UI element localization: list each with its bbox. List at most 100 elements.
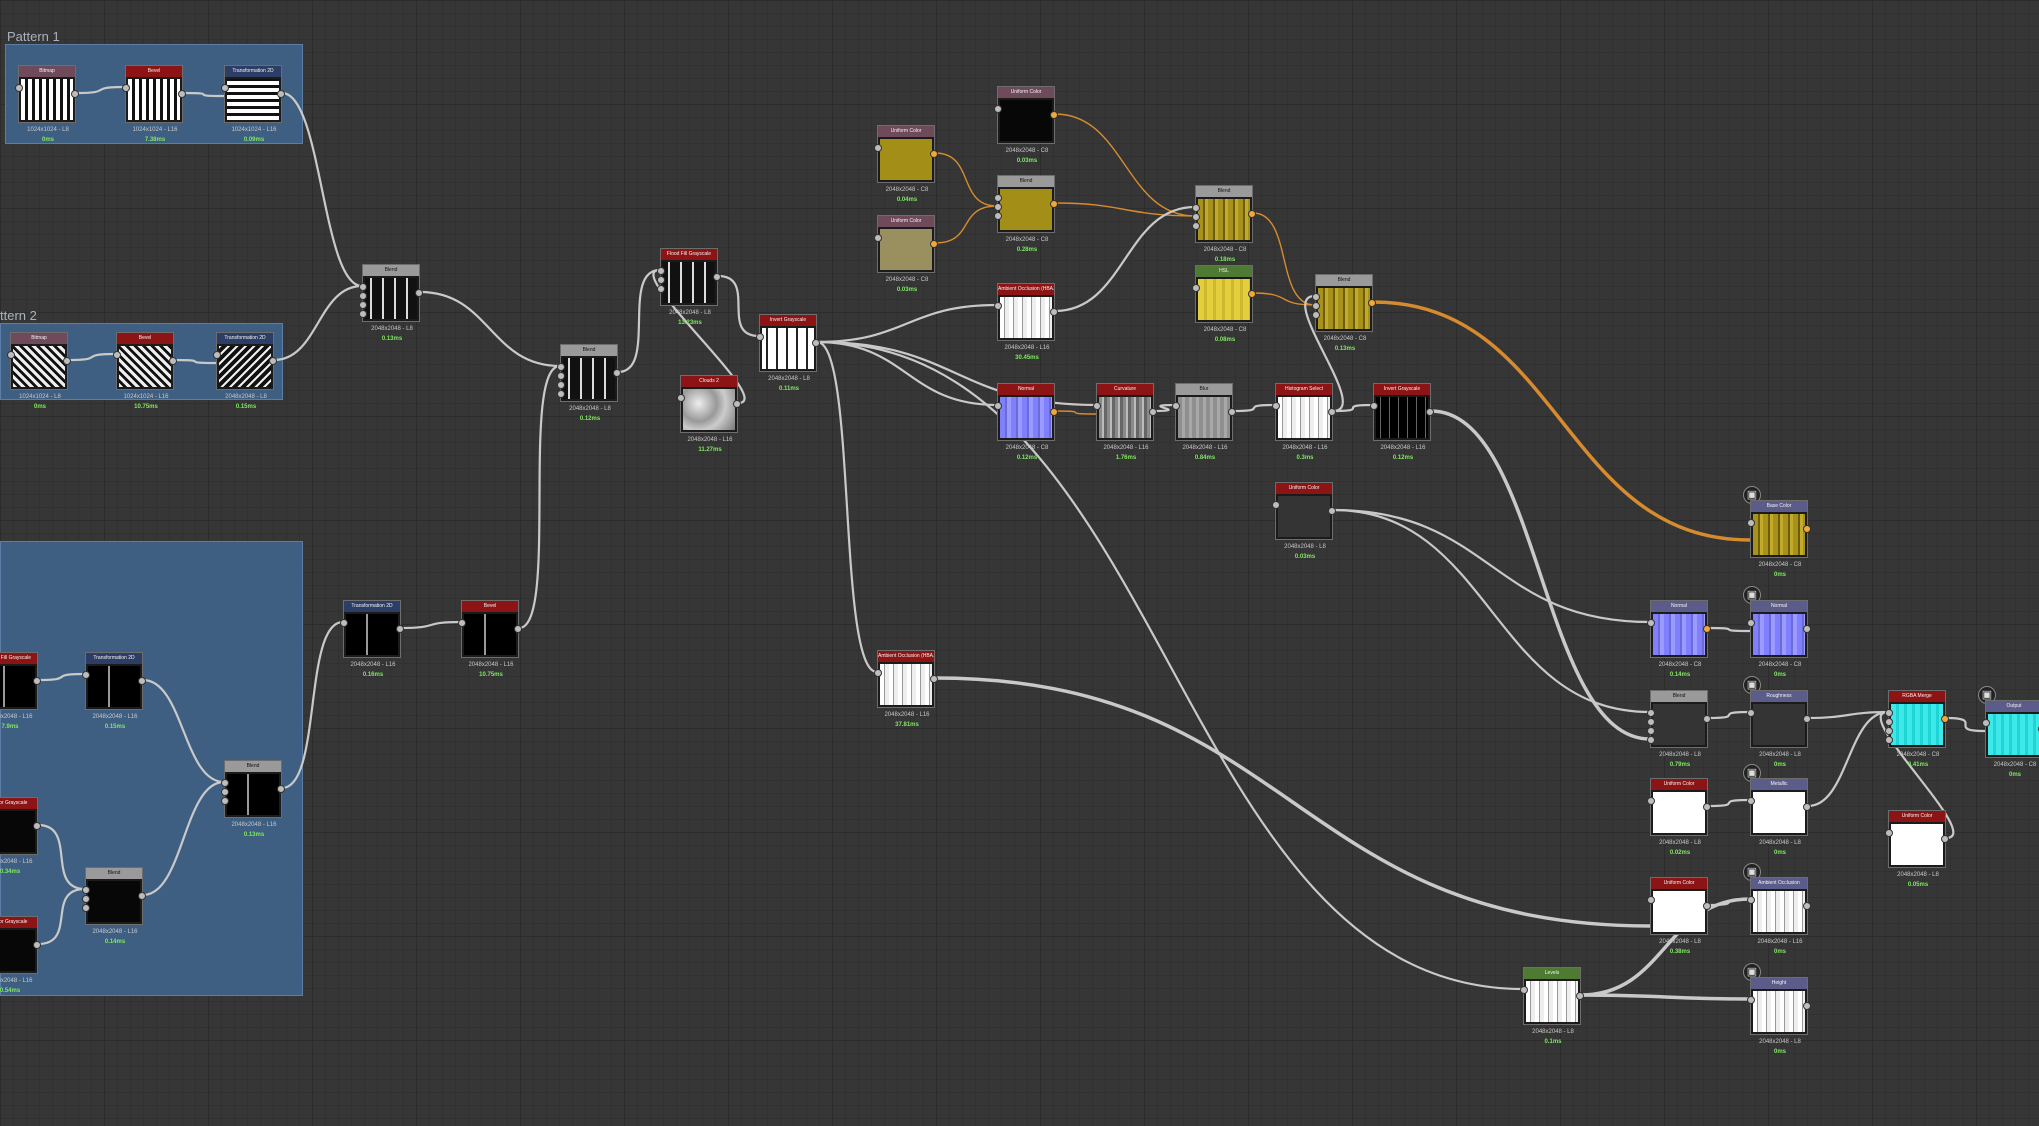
input-port[interactable] xyxy=(359,301,367,309)
input-port[interactable] xyxy=(1747,619,1755,627)
output-port[interactable] xyxy=(415,289,423,297)
input-port[interactable] xyxy=(1747,996,1755,1004)
output-port[interactable] xyxy=(1803,625,1811,633)
output-port[interactable] xyxy=(1050,308,1058,316)
input-port[interactable] xyxy=(677,394,685,402)
input-port[interactable] xyxy=(15,84,23,92)
output-port[interactable] xyxy=(1426,408,1434,416)
output-port[interactable] xyxy=(930,240,938,248)
input-port[interactable] xyxy=(1272,501,1280,509)
input-port[interactable] xyxy=(1647,709,1655,717)
node-ambient1[interactable]: Ambient Occlusion (HBA...2048x2048 - L16… xyxy=(994,283,1058,361)
output-port[interactable] xyxy=(277,785,285,793)
output-port[interactable] xyxy=(713,273,721,281)
input-port[interactable] xyxy=(657,276,665,284)
input-port[interactable] xyxy=(1192,284,1200,292)
input-port[interactable] xyxy=(994,194,1002,202)
input-port[interactable] xyxy=(1885,727,1893,735)
input-port[interactable] xyxy=(557,363,565,371)
input-port[interactable] xyxy=(1172,402,1180,410)
input-port[interactable] xyxy=(1747,709,1755,717)
output-port[interactable] xyxy=(63,357,71,365)
input-port[interactable] xyxy=(1192,213,1200,221)
output-port[interactable] xyxy=(1803,803,1811,811)
output-port[interactable] xyxy=(1803,1002,1811,1010)
output-port[interactable] xyxy=(1050,408,1058,416)
input-port[interactable] xyxy=(359,292,367,300)
node-ambient2[interactable]: Ambient Occlusion (HBA...2048x2048 - L16… xyxy=(874,650,938,728)
input-port[interactable] xyxy=(994,203,1002,211)
output-port[interactable] xyxy=(33,822,41,830)
output-port[interactable] xyxy=(1248,290,1256,298)
input-port[interactable] xyxy=(1885,709,1893,717)
output-port[interactable] xyxy=(1228,408,1236,416)
output-port[interactable] xyxy=(613,369,621,377)
input-port[interactable] xyxy=(1093,402,1101,410)
input-port[interactable] xyxy=(1312,293,1320,301)
output-port[interactable] xyxy=(1703,803,1711,811)
output-port[interactable] xyxy=(1576,992,1584,1000)
input-port[interactable] xyxy=(221,797,229,805)
input-port[interactable] xyxy=(458,619,466,627)
input-port[interactable] xyxy=(657,285,665,293)
input-port[interactable] xyxy=(994,402,1002,410)
input-port[interactable] xyxy=(1192,204,1200,212)
input-port[interactable] xyxy=(1647,736,1655,744)
output-port[interactable] xyxy=(1149,408,1157,416)
output-port[interactable] xyxy=(277,90,285,98)
output-port[interactable] xyxy=(733,400,741,408)
output-port[interactable] xyxy=(1803,902,1811,910)
output-port[interactable] xyxy=(33,677,41,685)
input-port[interactable] xyxy=(1647,727,1655,735)
input-port[interactable] xyxy=(557,381,565,389)
input-port[interactable] xyxy=(1885,829,1893,837)
input-port[interactable] xyxy=(113,351,121,359)
input-port[interactable] xyxy=(994,212,1002,220)
input-port[interactable] xyxy=(82,904,90,912)
input-port[interactable] xyxy=(557,390,565,398)
input-port[interactable] xyxy=(1885,718,1893,726)
input-port[interactable] xyxy=(221,779,229,787)
output-port[interactable] xyxy=(930,675,938,683)
input-port[interactable] xyxy=(1747,797,1755,805)
output-port[interactable] xyxy=(1941,835,1949,843)
input-port[interactable] xyxy=(1312,311,1320,319)
input-port[interactable] xyxy=(1647,896,1655,904)
input-port[interactable] xyxy=(994,105,1002,113)
output-port[interactable] xyxy=(138,892,146,900)
output-port[interactable] xyxy=(269,357,277,365)
input-port[interactable] xyxy=(359,283,367,291)
input-port[interactable] xyxy=(1312,302,1320,310)
output-port[interactable] xyxy=(930,150,938,158)
output-port[interactable] xyxy=(1941,715,1949,723)
input-port[interactable] xyxy=(756,333,764,341)
output-port[interactable] xyxy=(1050,200,1058,208)
output-port[interactable] xyxy=(1703,625,1711,633)
output-port[interactable] xyxy=(1368,299,1376,307)
